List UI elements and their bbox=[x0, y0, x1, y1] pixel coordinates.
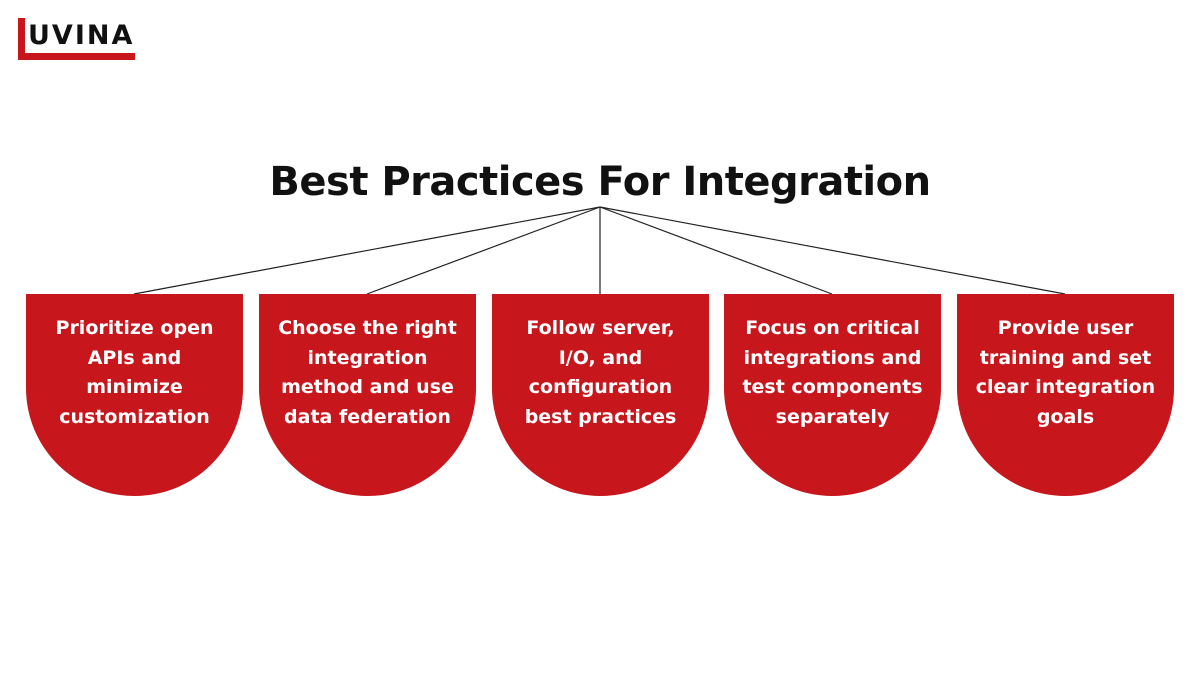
practice-card-text: Provide user training and set clear inte… bbox=[975, 317, 1156, 428]
logo-bracket-horizontal bbox=[18, 53, 135, 60]
logo-text: UVINA bbox=[28, 20, 135, 51]
practice-card-integration-method: Choose the right integration method and … bbox=[259, 294, 476, 496]
practice-card-text: Prioritize open APIs and minimize custom… bbox=[55, 317, 214, 428]
connector-line-1 bbox=[133, 206, 601, 295]
logo-bracket-vertical bbox=[18, 18, 25, 60]
connector-line-4 bbox=[599, 206, 833, 295]
connector-line-2 bbox=[366, 206, 601, 295]
practice-card-open-apis: Prioritize open APIs and minimize custom… bbox=[26, 294, 243, 496]
practice-card-text: Focus on critical integrations and test … bbox=[742, 317, 923, 428]
connector-line-5 bbox=[599, 206, 1066, 295]
luvina-logo: UVINA bbox=[16, 16, 138, 62]
practice-card-critical-integrations: Focus on critical integrations and test … bbox=[724, 294, 941, 496]
practice-card-text: Choose the right integration method and … bbox=[278, 317, 457, 428]
practice-card-server-io-config: Follow server, I/O, and configuration be… bbox=[492, 294, 709, 496]
practice-card-user-training: Provide user training and set clear inte… bbox=[957, 294, 1174, 496]
page-title: Best Practices For Integration bbox=[269, 159, 931, 205]
practice-card-text: Follow server, I/O, and configuration be… bbox=[524, 317, 677, 428]
